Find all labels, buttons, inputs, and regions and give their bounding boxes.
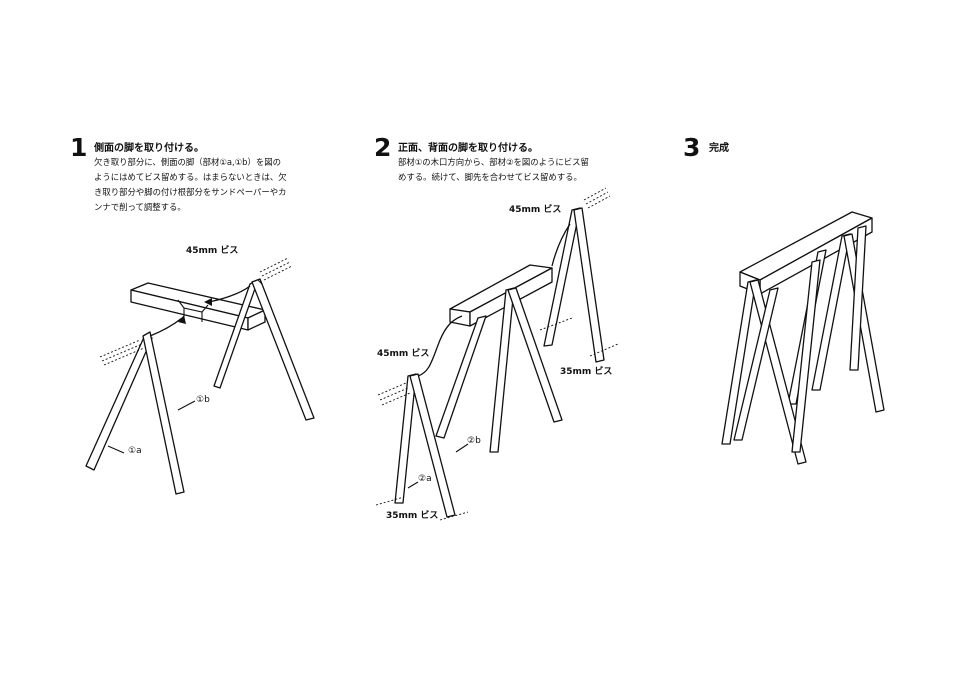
step2-arrow-front <box>417 315 463 377</box>
step2-screw-bottom-label: 35mm ビス <box>386 511 439 521</box>
step1-part-a-label: ①a <box>128 446 142 456</box>
step2-part-b-label: ②b <box>467 436 481 446</box>
step1-screw-label: 45mm ビス <box>186 246 239 256</box>
step-title: 完成 <box>709 143 729 154</box>
step2-side-legs <box>435 287 563 453</box>
step2-back-legs <box>543 207 605 363</box>
step2-leader-a <box>407 481 419 489</box>
step-number: 3 <box>683 133 701 162</box>
step-title: 正面、背面の脚を取り付ける。 <box>398 143 538 154</box>
step-number: 1 <box>70 133 88 162</box>
step2-screw-right-label: 35mm ビス <box>560 367 613 377</box>
step3-illustration <box>721 211 885 465</box>
step2-front-legs <box>394 373 456 518</box>
step2-part-a-label: ②a <box>418 474 432 484</box>
step1-illustration <box>85 257 315 495</box>
step2-arrow-back <box>551 223 571 267</box>
step-title: 側面の脚を取り付ける。 <box>94 143 204 154</box>
step-description: 欠き取り部分に、側面の脚（部材①a,①b）を図の ようにはめてビス留めする。はま… <box>94 157 287 212</box>
step2-screw-top-label: 45mm ビス <box>509 205 562 215</box>
step3-front-legs <box>721 259 821 465</box>
step1-leader-a <box>107 445 125 454</box>
step1-leader-b <box>177 400 196 411</box>
step2-screw-left-label: 45mm ビス <box>377 349 430 359</box>
step2-top-beam <box>449 264 553 327</box>
step2-illustration <box>375 187 619 521</box>
step3-back-legs <box>787 225 885 413</box>
step1-arrow-front <box>149 317 183 337</box>
step1-top-beam <box>130 282 266 331</box>
step1-part-b-label: ①b <box>196 395 210 405</box>
step2-leader-b <box>455 443 469 453</box>
step-number: 2 <box>374 133 392 162</box>
step1-leg-back <box>213 278 315 421</box>
step-description: 部材①の木口方向から、部材②を図のようにビス留 めする。続けて、脚先を合わせてビ… <box>398 157 589 182</box>
step1-leg-a <box>85 331 185 495</box>
